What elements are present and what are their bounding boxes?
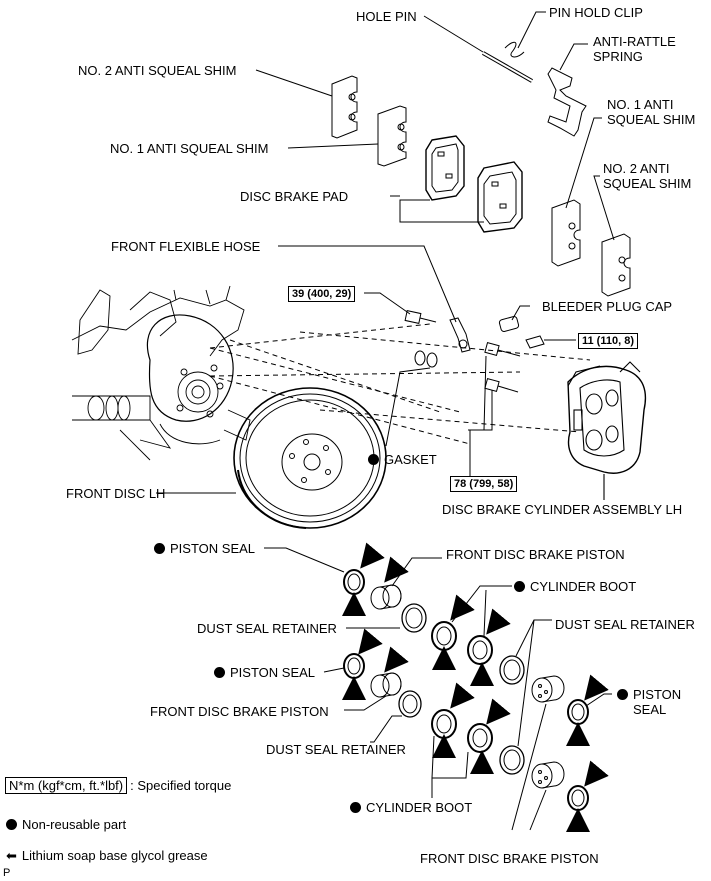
pin-hold-clip-label: PIN HOLD CLIP [549,5,643,20]
corner-mark: P [3,867,11,879]
cylinder-boot-1-label: CYLINDER BOOT [514,579,636,594]
no1-shim-left-label: NO. 1 ANTI SQUEAL SHIM [110,141,269,156]
torque-11-box: 11 (110, 8) [578,333,638,349]
front-disc-lh-label: FRONT DISC LH [66,486,166,501]
no1-shim-right-part [551,117,602,267]
front-piston-2-label: FRONT DISC BRAKE PISTON [150,704,329,719]
no1-shim-right-label: NO. 1 ANTI SQUEAL SHIM [607,97,696,127]
steering-knuckle-assembly [71,285,251,461]
front-piston-3-label: FRONT DISC BRAKE PISTON [420,851,599,866]
legend-grease: ⬅Lithium soap base glycol grease [6,848,208,863]
legend-nonreusable: Non-reusable part [6,817,126,833]
front-piston-3-parts [511,675,565,831]
bleeder-plug-part [525,335,576,349]
disc-brake-pad-right-part [477,161,523,233]
mounting-bolts-part [468,342,521,478]
piston-seal-3-parts [567,693,612,811]
front-disc-part [156,387,387,529]
nonreusable-dot-icon [617,689,628,700]
no2-shim-left-part [255,69,358,139]
hole-pin-label: HOLE PIN [356,9,417,24]
anti-rattle-spring-part [547,43,588,137]
no2-shim-right-part [593,175,631,297]
union-bolt-part [364,292,437,324]
nonreusable-dot-icon [154,543,165,554]
anti-rattle-spring-label: ANTI-RATTLE SPRING [593,34,676,64]
pad-bracket-line [399,199,484,223]
torque-78-box: 78 (799, 58) [450,476,518,492]
piston-seal-1-part [264,547,365,595]
torque-39-box: 39 (400, 29) [288,286,356,302]
legend-torque-text: : Specified torque [130,778,232,793]
dust-seal-retainer-2-label: DUST SEAL RETAINER [266,742,406,757]
front-flexible-hose-label: FRONT FLEXIBLE HOSE [111,239,261,254]
nonreusable-dot-icon [350,802,361,813]
piston-seal-1-label: PISTON SEAL [154,541,255,556]
cylinder-boot-2-parts [431,709,493,798]
hole-pin-part [423,15,533,83]
gasket-label: GASKET [368,452,437,467]
nonreusable-dot-icon [6,819,17,830]
legend-torque-unit: N*m (kgf*cm, ft.*lbf) [5,777,128,794]
dust-seal-retainer-1-part [346,603,427,633]
bleeder-plug-cap-part [498,305,530,332]
no2-shim-right-label: NO. 2 ANTI SQUEAL SHIM [603,161,692,191]
cylinder-boot-2-label: CYLINDER BOOT [350,800,472,815]
piston-seal-3-label: PISTON SEAL [617,687,681,717]
nonreusable-dot-icon [368,454,379,465]
dust-seal-retainer-1-label: DUST SEAL RETAINER [197,621,337,636]
gasket-part [385,350,438,447]
dust-seal-retainer-3-label: DUST SEAL RETAINER [555,617,695,632]
legend-torque: N*m (kgf*cm, ft.*lbf): Specified torque [5,777,232,794]
front-piston-1-label: FRONT DISC BRAKE PISTON [446,547,625,562]
piston-seal-2-label: PISTON SEAL [214,665,315,680]
nonreusable-dot-icon [214,667,225,678]
nonreusable-dot-icon [514,581,525,592]
alignment-dashed-lines [209,323,591,445]
grease-arrows [342,542,609,832]
bleeder-plug-cap-label: BLEEDER PLUG CAP [542,299,673,314]
no2-shim-left-label: NO. 2 ANTI SQUEAL SHIM [78,63,237,78]
dust-seal-retainer-3-parts [499,619,552,775]
cylinder-assembly-label: DISC BRAKE CYLINDER ASSEMBLY LH [442,502,683,517]
pin-hold-clip-part [504,11,546,58]
disc-brake-pad-label: DISC BRAKE PAD [240,189,349,204]
grease-arrow-icon: ⬅ [6,848,17,863]
front-piston-1-part [370,557,442,610]
front-piston-2-part [344,672,402,711]
disc-brake-pad-left-part [425,135,465,201]
no1-shim-left-part [287,105,407,167]
disc-brake-cylinder-part [567,361,647,500]
dust-seal-retainer-2-part [370,690,422,743]
flexible-hose-leader [278,245,457,323]
piston-seal-2-part [323,653,365,679]
